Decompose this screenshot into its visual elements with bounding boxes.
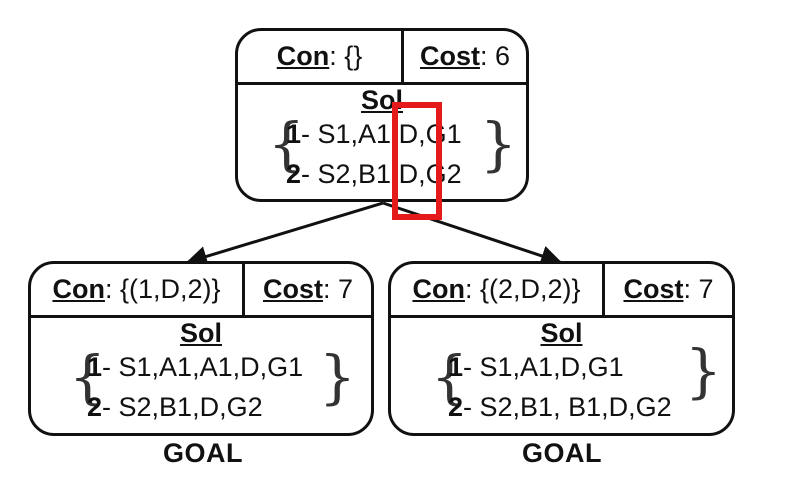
- right-child-node: Con: {(2,D,2)} Cost: 7 Sol { 1- S1,A1,D,…: [388, 261, 735, 436]
- con-value: : {(1,D,2)}: [104, 274, 221, 304]
- root-sol-row-1: 1- S1,A1,D,G1: [286, 119, 462, 150]
- right-brace: }: [480, 110, 517, 178]
- row-text: - S2,B1, B1,D,G2: [463, 392, 672, 422]
- left-sol-title: Sol: [179, 318, 222, 348]
- right-sol-row-2: 2- S2,B1, B1,D,G2: [448, 392, 672, 423]
- right-header: Con: {(2,D,2)} Cost: 7: [391, 264, 732, 318]
- con-key: Con: [52, 274, 105, 304]
- root-node: Con: {} Cost: 6 Sol { 1- S1,A1,D,G1 2- S…: [235, 28, 529, 202]
- row-text: - S2,B1,D,G2: [102, 392, 263, 422]
- left-header: Con: {(1,D,2)} Cost: 7: [31, 264, 371, 318]
- row-index: 1: [448, 352, 464, 382]
- left-child-node: Con: {(1,D,2)} Cost: 7 Sol { 1- S1,A1,A1…: [28, 261, 374, 436]
- right-sol-title: Sol: [540, 318, 583, 348]
- row-text: - S1,A1,D,G1: [463, 352, 624, 382]
- left-brace: {: [69, 343, 106, 411]
- cost-key: Cost: [262, 274, 323, 304]
- row-index: 2: [87, 392, 103, 422]
- root-sol-row-2: 2- S2,B1,D,G2: [286, 159, 462, 190]
- cost-value: : 7: [683, 274, 714, 304]
- cost-value: : 7: [322, 274, 354, 304]
- cost-key: Cost: [419, 41, 480, 71]
- cost-key: Cost: [623, 274, 684, 304]
- row-text: - S1,A1,D,G1: [301, 119, 462, 149]
- right-constraint-cell: Con: {(2,D,2)}: [391, 264, 605, 315]
- right-sol-row-1: 1- S1,A1,D,G1: [448, 352, 624, 383]
- left-brace: {: [268, 110, 305, 178]
- row-index: 2: [448, 392, 464, 422]
- con-key: Con: [412, 274, 465, 304]
- right-brace: }: [319, 343, 356, 411]
- right-brace: }: [685, 337, 722, 405]
- root-cost-cell: Cost: 6: [404, 31, 526, 82]
- left-goal-label: GOAL: [163, 438, 243, 468]
- left-sol-row-2: 2- S2,B1,D,G2: [87, 392, 263, 423]
- left-constraint-cell: Con: {(1,D,2)}: [31, 264, 245, 315]
- right-goal-label: GOAL: [522, 438, 602, 468]
- left-cost-cell: Cost: 7: [245, 264, 371, 315]
- con-value: : {(2,D,2)}: [464, 274, 581, 304]
- row-index: 1: [87, 352, 103, 382]
- left-sol-row-1: 1- S1,A1,A1,D,G1: [87, 352, 303, 383]
- con-value: : {}: [329, 41, 363, 71]
- root-constraint-cell: Con: {}: [238, 31, 404, 82]
- conflict-highlight-box: [392, 102, 442, 220]
- row-index: 1: [286, 119, 302, 149]
- row-index: 2: [286, 159, 302, 189]
- row-text: - S1,A1,A1,D,G1: [102, 352, 304, 382]
- right-cost-cell: Cost: 7: [605, 264, 732, 315]
- cost-value: : 6: [479, 41, 511, 71]
- edge-root-to-right: [382, 201, 562, 266]
- root-header: Con: {} Cost: 6: [238, 31, 526, 85]
- edge-root-to-left: [185, 201, 384, 267]
- con-key: Con: [276, 41, 330, 71]
- left-brace: {: [431, 343, 468, 411]
- row-text: - S2,B1,D,G2: [301, 159, 462, 189]
